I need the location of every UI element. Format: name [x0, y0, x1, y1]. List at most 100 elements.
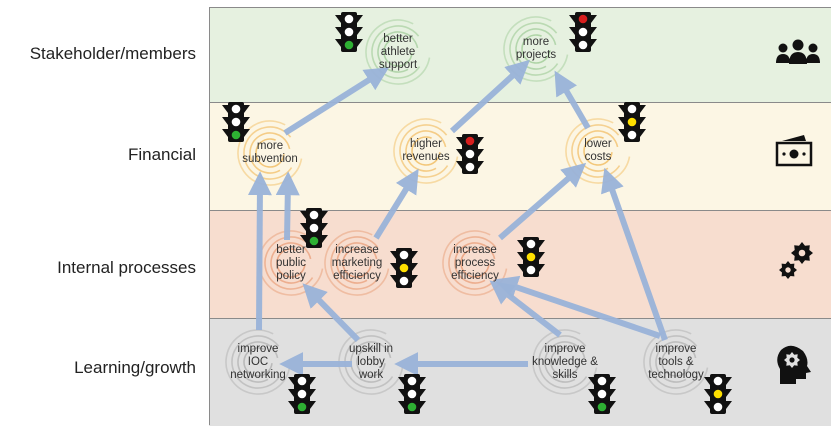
traffic-light-costs	[618, 102, 646, 142]
traffic-light-process	[517, 237, 545, 277]
lamp-red-lobby	[407, 376, 417, 386]
node-label-line: increase	[335, 243, 379, 256]
traffic-light-tools	[704, 374, 732, 414]
gears-icon	[779, 242, 813, 279]
lamp-green-process	[526, 265, 536, 275]
lamp-green-knowledge	[597, 402, 607, 412]
node-label-line: subvention	[242, 153, 298, 165]
lamp-yellow-athlete	[344, 27, 354, 37]
node-label-line: support	[378, 58, 418, 71]
row-label-internal: Internal processes	[57, 258, 196, 277]
lamp-red-process	[526, 239, 536, 249]
ring-ioc	[225, 329, 291, 395]
node-label-line: public	[275, 256, 307, 269]
node-label-line: policy	[276, 269, 306, 282]
node-rings	[225, 16, 709, 395]
node-label-line: technology	[648, 368, 704, 381]
band-stakeholder	[209, 7, 831, 103]
band-financial	[209, 102, 831, 211]
node-label-line: knowledge &	[532, 355, 598, 368]
node-label-line: efficiency	[333, 269, 381, 282]
lamp-red-revenues	[465, 136, 475, 146]
node-label-line: process	[454, 256, 496, 269]
lamp-yellow-subvention	[231, 117, 241, 127]
users-icon	[776, 39, 820, 64]
arrow-tools-to-process	[493, 275, 661, 339]
traffic-light-policy	[300, 208, 328, 248]
money-icon	[775, 135, 813, 167]
lamp-red-athlete	[344, 14, 354, 24]
node-label-line: athlete	[380, 45, 416, 58]
traffic-light-ioc	[288, 374, 316, 414]
node-label-line: upskill in	[348, 342, 394, 355]
causal-arrows	[247, 59, 668, 376]
lamp-yellow-lobby	[407, 389, 417, 399]
row-label-learning: Learning/growth	[74, 358, 196, 377]
lamp-yellow-revenues	[465, 149, 475, 159]
node-label-line: improve	[544, 342, 586, 355]
node-label-line: costs	[584, 151, 612, 163]
node-label-line: marketing	[331, 256, 383, 269]
band-learning	[209, 318, 831, 426]
traffic-light-knowledge	[588, 374, 616, 414]
row-label-stakeholder: Stakeholder/members	[29, 44, 196, 63]
lamp-yellow-knowledge	[597, 389, 607, 399]
traffic-light-lobby	[398, 374, 426, 414]
traffic-light-revenues	[456, 134, 484, 174]
ring-knowledge	[532, 329, 598, 395]
lamp-yellow-tools	[713, 389, 723, 399]
lamp-green-marketing	[399, 276, 409, 286]
lamp-green-lobby	[407, 402, 417, 412]
bands-frame	[209, 7, 831, 425]
node-label-line: work	[358, 368, 384, 381]
arrow-marketing-to-revenues	[373, 168, 419, 240]
node-label-line: more	[256, 140, 284, 152]
lamp-green-costs	[627, 130, 637, 140]
node-label-line: lower	[584, 138, 612, 150]
arrow-process-to-costs	[498, 162, 587, 241]
node-label-line: networking	[230, 368, 286, 381]
lamp-green-policy	[309, 236, 319, 246]
node-label-line: lobby	[357, 355, 385, 368]
lamp-green-subvention	[231, 130, 241, 140]
arrow-revenues-to-projects	[449, 59, 530, 134]
node-label-line: improve	[237, 342, 279, 355]
lamp-yellow-ioc	[297, 389, 307, 399]
row-label-financial: Financial	[127, 145, 196, 164]
lamp-green-projects	[578, 40, 588, 50]
node-label-line: skills	[552, 368, 578, 381]
ring-marketing	[324, 230, 390, 296]
lamp-red-ioc	[297, 376, 307, 386]
node-label-line: efficiency	[451, 269, 499, 282]
traffic-light-projects	[569, 12, 597, 52]
lamp-red-policy	[309, 210, 319, 220]
lamp-yellow-projects	[578, 27, 588, 37]
node-label-line: tools &	[658, 355, 694, 368]
node-label-line: improve	[655, 342, 697, 355]
lamp-yellow-marketing	[399, 263, 409, 273]
node-label-line: revenues	[402, 151, 450, 163]
node-label-line: IOC	[247, 355, 269, 368]
perspective-icons	[775, 39, 820, 384]
traffic-lights	[222, 12, 732, 414]
arrow-costs-to-projects	[554, 70, 591, 130]
lamp-green-revenues	[465, 162, 475, 172]
arrow-ioc-to-subvention	[247, 171, 272, 331]
lamp-red-knowledge	[597, 376, 607, 386]
lamp-yellow-policy	[309, 223, 319, 233]
lamp-yellow-costs	[627, 117, 637, 127]
lamp-red-subvention	[231, 104, 241, 114]
node-label-line: projects	[515, 49, 557, 61]
lamp-red-projects	[578, 14, 588, 24]
